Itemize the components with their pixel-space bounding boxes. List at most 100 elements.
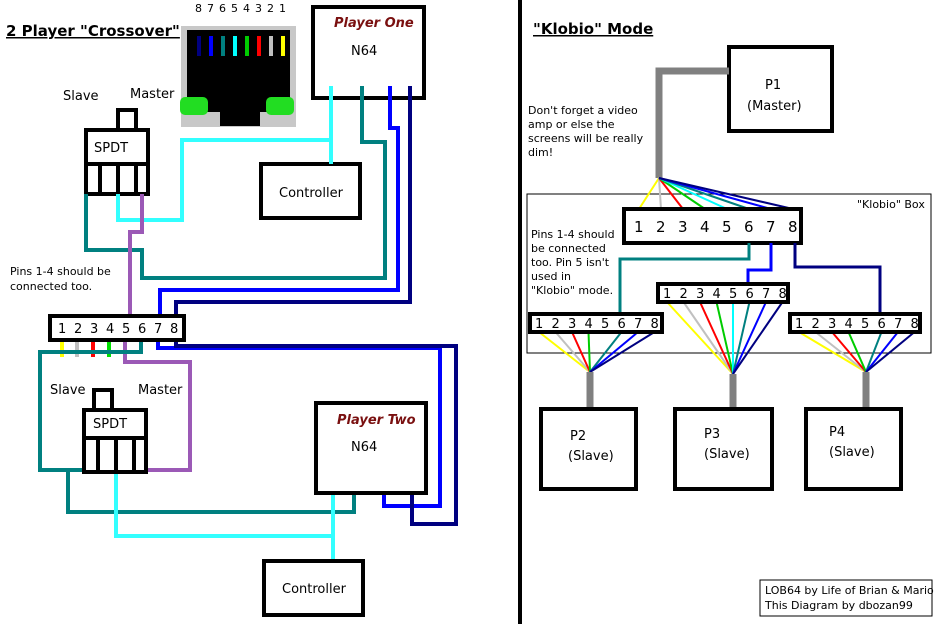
p2-fan-wire-4	[587, 331, 591, 373]
spdt-bottom-label: SPDT	[93, 417, 127, 432]
p3-strip-pin-6: 6	[746, 287, 754, 302]
p4-strip-pin-5: 5	[861, 317, 869, 332]
left-connector-pin-6: 6	[138, 322, 146, 337]
rj45-pin-number-2: 2	[267, 2, 274, 15]
rj45-led-left	[180, 97, 208, 115]
player-one-console: N64	[351, 44, 377, 59]
right-title: "Klobio" Mode	[533, 20, 653, 38]
p3-fan-wire-8	[732, 301, 784, 375]
credits-box	[759, 579, 933, 617]
p1-fan-wire-5	[658, 177, 728, 210]
p3-strip-pin-5: 5	[729, 287, 737, 302]
p3-strip	[656, 282, 790, 304]
rj45-pin-number-6: 6	[219, 2, 226, 15]
klobio-main-pin-5: 5	[722, 218, 732, 236]
pins-note-line1: Pins 1-4 should	[531, 228, 615, 241]
pins-note-line3: too. Pin 5 isn't	[531, 256, 610, 269]
rj45-contact-2	[269, 36, 273, 56]
rj45-contact-6	[221, 36, 225, 56]
p1-box	[727, 45, 834, 133]
amp-note-line2: amp or else the	[528, 118, 615, 131]
p2-strip	[528, 312, 664, 334]
rj45-pin-number-5: 5	[231, 2, 238, 15]
p3-fan-wire-4	[715, 301, 734, 375]
p1-fan-wire-2	[658, 177, 662, 210]
klobio-main-pin-2: 2	[656, 218, 666, 236]
rj45-pin-number-3: 3	[255, 2, 262, 15]
left-connector-pin-8: 8	[170, 322, 178, 337]
p2-strip-pin-5: 5	[601, 317, 609, 332]
amp-note-line4: dim!	[528, 146, 553, 159]
p4-strip-pin-1: 1	[795, 317, 803, 332]
amp-note-line1: Don't forget a video	[528, 104, 638, 117]
p4-strip-pin-7: 7	[894, 317, 902, 332]
spdt-top-master-label: Master	[130, 87, 175, 102]
p2-fan-wire-1	[538, 331, 591, 373]
amp-note-line3: screens will be really	[528, 132, 644, 145]
spdt-bottom-slave-label: Slave	[50, 383, 86, 398]
p2-fan-wire-8	[589, 331, 656, 373]
p4-fan-wire-4	[847, 331, 867, 373]
player-two-label: Player Two	[337, 413, 416, 428]
p2-strip-pin-3: 3	[568, 317, 576, 332]
p2-name: P2	[570, 429, 586, 444]
left-connector-pin-1: 1	[58, 322, 66, 337]
p3-role: (Slave)	[704, 447, 750, 462]
p4-strip-pin-6: 6	[878, 317, 886, 332]
klobio-main-pin-3: 3	[678, 218, 688, 236]
wire-fans	[538, 177, 916, 375]
p3-fan-wire-1	[666, 301, 734, 375]
credits-line2: This Diagram by dbozan99	[764, 599, 913, 612]
klobio-main-pin-6: 6	[744, 218, 754, 236]
p4-fan-wire-2	[814, 331, 867, 373]
p2-strip-pin-1: 1	[535, 317, 543, 332]
left-connector-pin-7: 7	[154, 322, 162, 337]
rj45-contact-7	[209, 36, 213, 56]
p2-fan-wire-3	[571, 331, 591, 373]
p4-strip-pin-3: 3	[828, 317, 836, 332]
p4-fan-wire-6	[865, 331, 883, 373]
left-connector-pin-3: 3	[90, 322, 98, 337]
p2-box	[539, 407, 638, 491]
p2-strip-pin-2: 2	[552, 317, 560, 332]
p3-fan-wire-2	[682, 301, 734, 375]
p3-strip-pin-7: 7	[762, 287, 770, 302]
klobio-main-pin-4: 4	[700, 218, 710, 236]
p2-role: (Slave)	[568, 449, 614, 464]
spdt-top-slave-label: Slave	[63, 89, 99, 104]
left-connector-pin-5: 5	[122, 322, 130, 337]
p4-fan-wire-8	[865, 331, 916, 373]
p4-fan-wire-3	[831, 331, 867, 373]
klobio-box-label: "Klobio" Box	[857, 198, 925, 211]
p3-strip-pin-4: 4	[713, 287, 721, 302]
pins-note-line4: used in	[531, 270, 571, 283]
p2-strip-pin-6: 6	[618, 317, 626, 332]
spdt-switch-top: SPDT	[84, 108, 150, 196]
p1-role: (Master)	[747, 99, 802, 114]
klobio-main-pin-8: 8	[788, 218, 798, 236]
p4-box	[804, 407, 903, 491]
p2-strip-pin-4: 4	[585, 317, 593, 332]
p1-fan-wire-3	[658, 177, 684, 210]
p4-name: P4	[829, 425, 845, 440]
klobio-main-strip	[622, 207, 803, 245]
controller-top-label: Controller	[279, 186, 344, 201]
p4-strip-pin-8: 8	[911, 317, 919, 332]
klobio-main-pin-7: 7	[766, 218, 776, 236]
left-wires	[38, 86, 458, 560]
p3-fan-wire-6	[732, 301, 751, 375]
p4-fan-wire-1	[798, 331, 867, 373]
spdt-switch-bottom: SPDT	[82, 388, 148, 474]
p2-fan-wire-2	[554, 331, 591, 373]
controller-top-box	[259, 162, 362, 220]
left-note-line2: connected too.	[10, 280, 92, 293]
spdt-top-label: SPDT	[94, 141, 128, 156]
p2-fan-wire-6	[589, 331, 623, 373]
p3-strip-pin-2: 2	[680, 287, 688, 302]
rj45-pin-number-7: 7	[207, 2, 214, 15]
rj45-pin-number-4: 4	[243, 2, 250, 15]
p3-fan-wire-3	[699, 301, 734, 375]
p3-strip-pin-3: 3	[696, 287, 704, 302]
